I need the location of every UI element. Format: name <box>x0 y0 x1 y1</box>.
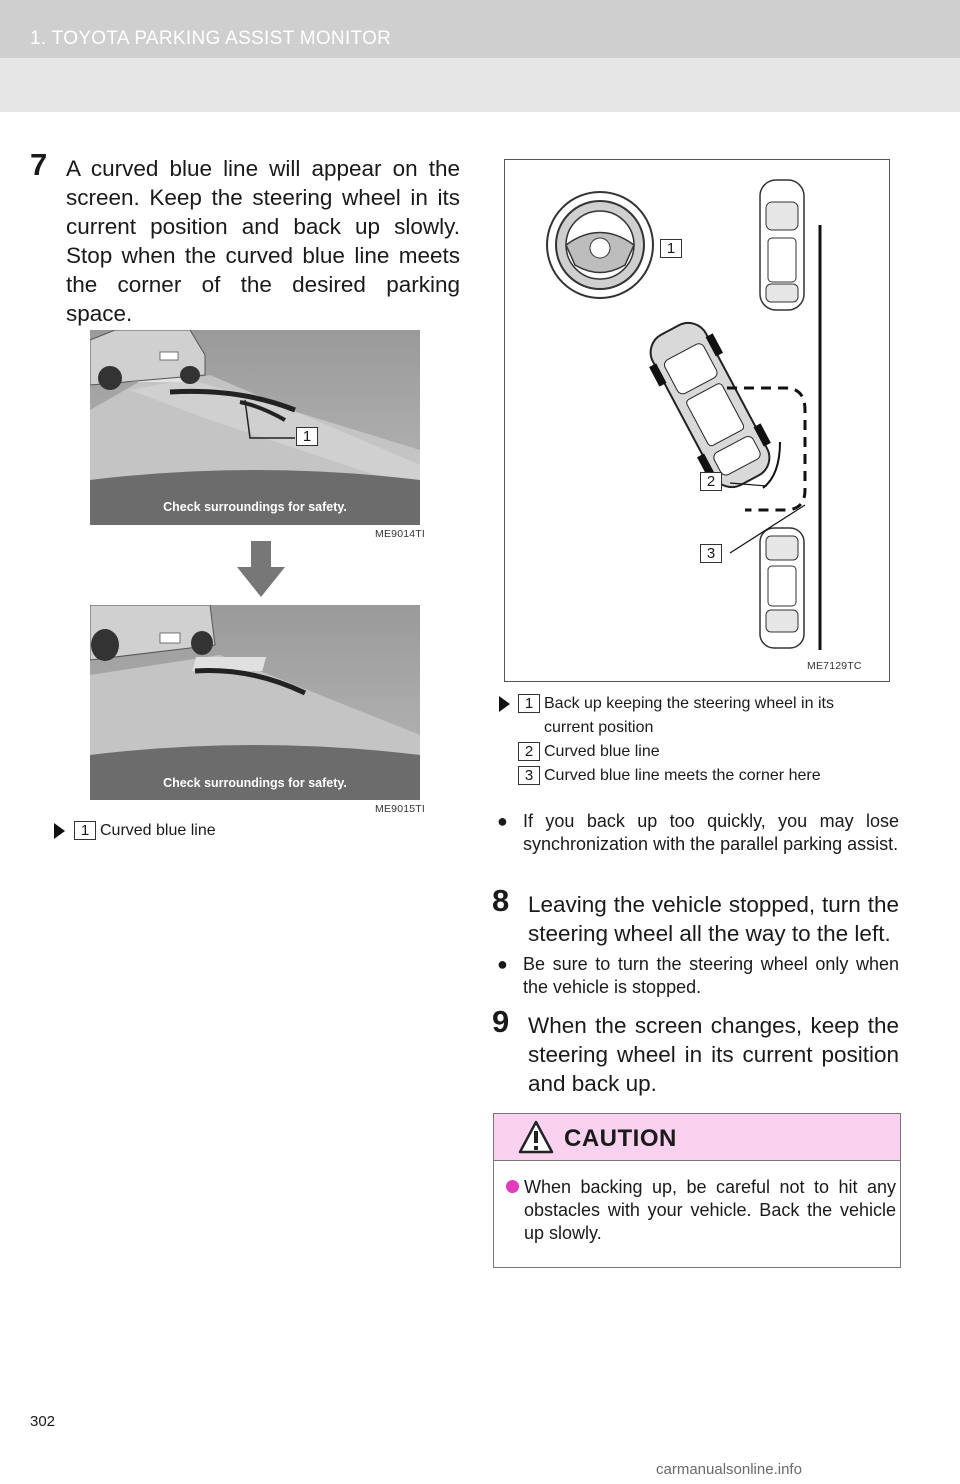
bullet-icon: ● <box>497 954 508 974</box>
figure-code: ME7129TC <box>807 660 862 672</box>
parking-screen-figure-1: 1 Check surroundings for safety. <box>90 330 420 525</box>
figure-banner: Check surroundings for safety. <box>163 500 347 514</box>
callout-text: Curved blue line meets the corner here <box>544 767 821 784</box>
figure-banner: Check surroundings for safety. <box>163 776 347 790</box>
parking-diagram-figure: 1 2 3 ME7129TC <box>504 159 890 682</box>
callout-text: Back up keeping the steering wheel in it… <box>544 695 834 712</box>
callout-text: Curved blue line <box>100 822 216 839</box>
down-arrow-icon <box>237 541 285 597</box>
note-bullet: ● If you back up too quickly, you may lo… <box>497 810 899 856</box>
step-text: A curved blue line will appear on the sc… <box>66 156 460 326</box>
parking-screen-figure-2: Check surroundings for safety. <box>90 605 420 800</box>
figure-label-1: 1 <box>660 239 682 258</box>
callout-label: 1 <box>296 427 318 446</box>
callout-number: 3 <box>518 766 540 786</box>
pointer-triangle-icon <box>54 823 65 839</box>
step-number: 9 <box>492 1004 510 1039</box>
warning-triangle-icon <box>518 1120 554 1154</box>
caution-bullet-icon <box>506 1180 519 1193</box>
note-text: Be sure to turn the steering wheel only … <box>523 954 899 997</box>
caution-text: When backing up, be careful not to hit a… <box>524 1177 896 1243</box>
caution-header: CAUTION <box>494 1114 900 1161</box>
step-9: 9 When the screen changes, keep the stee… <box>492 1006 899 1098</box>
step-8: 8 Leaving the vehicle stopped, turn the … <box>492 885 899 948</box>
figure-code: ME9014TI <box>375 528 426 540</box>
callout-number: 2 <box>518 742 540 762</box>
figure-label-3: 3 <box>700 544 722 563</box>
page-number: 302 <box>30 1413 56 1430</box>
callout-text: current position <box>544 719 654 736</box>
step-number: 8 <box>492 883 510 918</box>
watermark: carmanualsonline.info <box>656 1461 802 1478</box>
caution-title: CAUTION <box>564 1125 677 1152</box>
caution-box: CAUTION When backing up, be careful not … <box>493 1113 901 1268</box>
note-text: If you back up too quickly, you may lose… <box>523 811 899 854</box>
bullet-icon: ● <box>497 811 508 831</box>
step-number: 7 <box>30 147 48 182</box>
step-7: 7 A curved blue line will appear on the … <box>30 149 460 328</box>
callout-number: 1 <box>518 694 540 714</box>
callout-number: 1 <box>74 821 96 841</box>
pointer-triangle-icon <box>499 696 510 712</box>
header-band <box>0 0 960 112</box>
callout-text: Curved blue line <box>544 743 660 760</box>
step-text: When the screen changes, keep the steeri… <box>528 1013 899 1096</box>
callout-row: current position <box>518 716 834 740</box>
figure-code: ME9015TI <box>375 803 426 815</box>
note-bullet: ● Be sure to turn the steering wheel onl… <box>497 953 899 999</box>
step-text: Leaving the vehicle stopped, turn the st… <box>528 892 899 946</box>
figure-label-2: 2 <box>700 472 722 491</box>
section-title: 1. TOYOTA PARKING ASSIST MONITOR <box>30 28 392 49</box>
